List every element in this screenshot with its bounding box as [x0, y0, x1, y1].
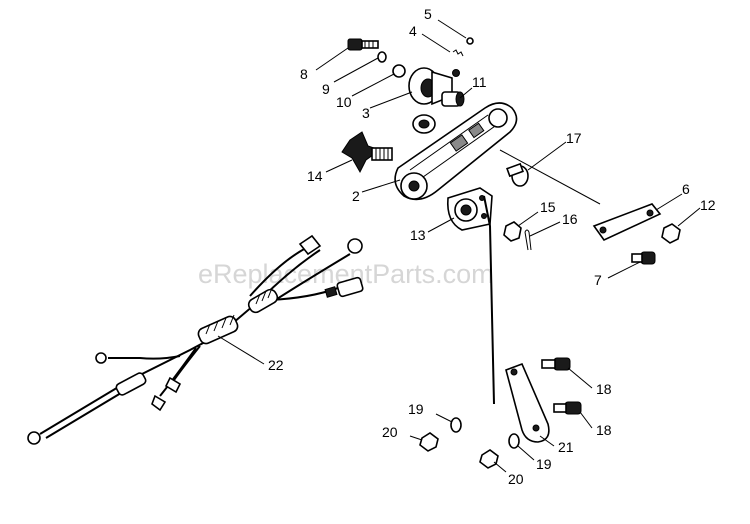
callout-8: 8: [300, 66, 308, 82]
bolt-part-7: [631, 251, 656, 265]
washer-part-19-left: [450, 417, 462, 433]
callout-11: 11: [472, 74, 487, 90]
nut-part-20-left: [419, 432, 439, 452]
bolt-part-18-lower: [553, 401, 582, 415]
bushing-part-11: [441, 91, 465, 107]
callout-18-lower: 18: [596, 422, 612, 438]
callout-13: 13: [410, 227, 426, 243]
callout-16: 16: [562, 211, 578, 227]
callout-20-left: 20: [382, 424, 398, 440]
cotter-pin-part-16: [524, 229, 532, 251]
callout-18-upper: 18: [596, 381, 612, 397]
callout-20-right: 20: [508, 471, 524, 487]
knob-part-14: [341, 131, 393, 174]
leader-lines: [217, 19, 701, 473]
bolt-part-17: [506, 162, 529, 187]
callout-9: 9: [322, 81, 330, 97]
washer-part-19-right: [508, 433, 520, 449]
callout-19-left: 19: [408, 401, 424, 417]
callout-3: 3: [362, 105, 370, 121]
washer-part-10: [392, 64, 406, 78]
nut-part-12: [661, 223, 681, 244]
callout-6: 6: [682, 181, 690, 197]
washer-part-9: [377, 51, 387, 63]
callout-19-right: 19: [536, 456, 552, 472]
cable-line: [499, 149, 601, 205]
callout-2: 2: [352, 188, 360, 204]
callout-12: 12: [700, 197, 716, 213]
callout-7: 7: [594, 272, 602, 288]
nut-part-20-right: [479, 449, 499, 469]
callout-22: 22: [268, 357, 284, 373]
bolt-part-8: [347, 38, 379, 51]
bolt-part-18-upper: [541, 357, 571, 371]
bracket-part-13: [446, 187, 493, 231]
callout-5: 5: [424, 6, 432, 22]
callout-14: 14: [307, 168, 323, 184]
callout-15: 15: [540, 199, 556, 215]
callout-labels: 5 4 8 9 10 3 11 17 14 2 13 15 16 6 12 7 …: [268, 6, 716, 487]
plate-part-6: [592, 203, 662, 242]
wire-harness-part-22: [27, 234, 364, 445]
control-rod: [483, 195, 495, 405]
lower-arm-part-21: [505, 362, 550, 443]
callout-21: 21: [558, 439, 574, 455]
ball-part-5: [466, 37, 474, 45]
nut-part-15: [503, 221, 522, 242]
bearing: [412, 114, 436, 134]
callout-17: 17: [566, 130, 582, 146]
callout-10: 10: [336, 94, 352, 110]
spring-part-4: [452, 49, 464, 57]
linkage-arm-part-2: [394, 102, 518, 201]
callout-4: 4: [409, 23, 417, 39]
